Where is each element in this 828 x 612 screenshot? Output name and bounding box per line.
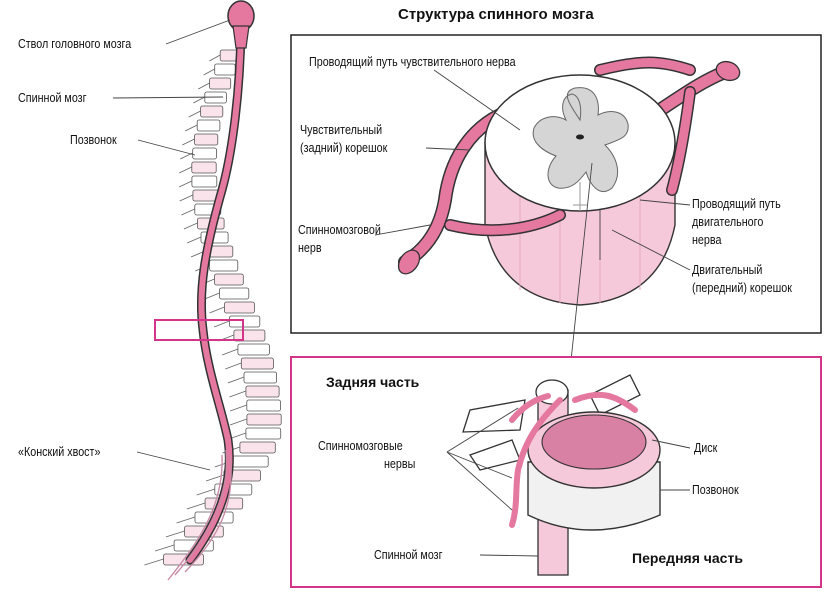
spinous-process-line — [198, 82, 210, 90]
vertebra-segment — [214, 63, 236, 76]
label-motor-tract-line1: Проводящий путь — [692, 197, 781, 211]
spinous-process-line — [196, 488, 215, 496]
vertebra-segment — [243, 371, 277, 384]
label-vertebra: Позвонок — [70, 133, 117, 147]
vertebra-segment — [239, 441, 276, 454]
vertebra-segment — [240, 357, 274, 370]
vertebra-segment — [245, 385, 280, 398]
spinous-process-line — [183, 222, 198, 230]
vertebra-segment — [209, 259, 239, 272]
label-disc: Диск — [694, 441, 718, 455]
leader-lines-section — [374, 69, 691, 371]
vertebra-segment — [233, 329, 266, 342]
left-motor-root-fill — [445, 210, 565, 235]
spinous-process-line — [204, 292, 220, 300]
spinous-process-line — [203, 68, 215, 76]
vertebra-segment — [200, 105, 224, 118]
spinous-process-line — [193, 96, 206, 104]
spinous-process-line — [225, 362, 242, 370]
vertebra-segment — [191, 161, 217, 174]
spine-column — [144, 0, 282, 581]
right-nerve-trunk-fill — [667, 87, 695, 195]
spinous-process-line — [181, 208, 195, 216]
vertebra-segment — [224, 301, 255, 314]
left-nerve-end — [397, 249, 421, 275]
leader-lines-spine — [112, 19, 231, 471]
label-motor-root-line1: Двигательный — [692, 263, 763, 277]
spinous-process-line — [222, 348, 239, 356]
vertebra-segment — [192, 189, 219, 202]
cross-section-panel — [290, 34, 822, 371]
spinous-process-line — [188, 110, 201, 118]
label-sensory-tract: Проводящий путь чувствительного нерва — [309, 55, 516, 69]
cord-fissure — [573, 182, 587, 211]
brainstem-neck — [232, 25, 250, 49]
gray-matter — [532, 87, 629, 193]
spinous-process-line — [229, 404, 247, 412]
vertebra-nerves — [509, 391, 638, 528]
spinous-process-line — [176, 516, 196, 524]
spinous-process-line — [184, 124, 198, 132]
vertebra-panel — [290, 356, 822, 588]
disc-nucleus — [541, 414, 647, 470]
spinal-cord — [187, 27, 244, 563]
label-vertebra-spinal-cord: Спинной мозг — [374, 548, 443, 562]
label-motor-root-line2: (передний) корешок — [692, 281, 792, 295]
spinous-process-line — [229, 390, 247, 398]
spinous-process-line — [165, 530, 185, 538]
label-sensory-root-line1: Чувствительный — [300, 123, 383, 137]
label-motor-tract-line2: двигательного — [692, 215, 764, 229]
label-spinal-nerves-line1: Спинномозговые — [318, 439, 403, 453]
spinous-process-line — [209, 306, 225, 314]
spinous-process-line — [209, 54, 221, 62]
vertebrae-stack — [144, 49, 282, 566]
vertebra-segment — [196, 119, 221, 132]
vertebra-segment — [246, 413, 282, 426]
spinous-process-line — [227, 376, 245, 384]
left-spinal-nerve-fill — [399, 109, 506, 268]
label-spinal-cord: Спинной мозг — [18, 91, 87, 105]
vertebra-segment — [219, 287, 250, 300]
spinous-process-line — [186, 502, 206, 510]
label-brainstem: Ствол головного мозга — [18, 37, 132, 51]
vertebra-processes — [462, 374, 641, 471]
central-canal — [576, 134, 584, 140]
spinous-process-line — [154, 544, 175, 552]
vertebra-segment — [192, 147, 217, 160]
spinous-process-line — [182, 138, 195, 146]
vertebra-segment — [194, 133, 219, 146]
vertebra-segment — [191, 175, 218, 188]
label-spinal-nerve-line2: нерв — [298, 241, 322, 255]
vertebra-segment — [231, 455, 269, 468]
label-posterior: Задняя часть — [326, 374, 420, 390]
highlight-box-spine — [154, 319, 244, 341]
vertebra-segment — [237, 343, 270, 356]
spinous-process-line — [179, 194, 194, 202]
spinous-process-line — [178, 180, 193, 188]
spinous-process-line — [229, 418, 248, 426]
label-spinal-nerve-line1: Спинномозговой — [298, 223, 381, 237]
vertebra-segment — [209, 77, 232, 90]
label-cauda-equina: «Конский хвост» — [18, 445, 101, 459]
spinous-process-line — [213, 320, 230, 328]
right-upper-root-fill — [595, 58, 695, 75]
spinous-process-line — [144, 558, 164, 566]
right-nerve-end — [715, 60, 741, 82]
label-spinal-nerves-line2: нервы — [384, 457, 416, 471]
spinous-process-line — [186, 236, 202, 244]
leader-lines-vertebra — [446, 407, 691, 557]
cauda-equina-fibers — [167, 449, 232, 581]
vertebra-segment — [245, 427, 282, 440]
label-vertebra-body: Позвонок — [692, 483, 739, 497]
spinous-process-line — [178, 166, 192, 174]
label-anterior: Передняя часть — [632, 550, 743, 566]
page-title: Структура спинного мозга — [398, 6, 594, 23]
label-sensory-root-line2: (задний) корешок — [300, 141, 388, 155]
vertebra-segment — [214, 273, 244, 286]
label-motor-tract-line3: нерва — [692, 233, 722, 247]
vertebra-segment — [228, 315, 261, 328]
vertebra-segment — [246, 399, 281, 412]
